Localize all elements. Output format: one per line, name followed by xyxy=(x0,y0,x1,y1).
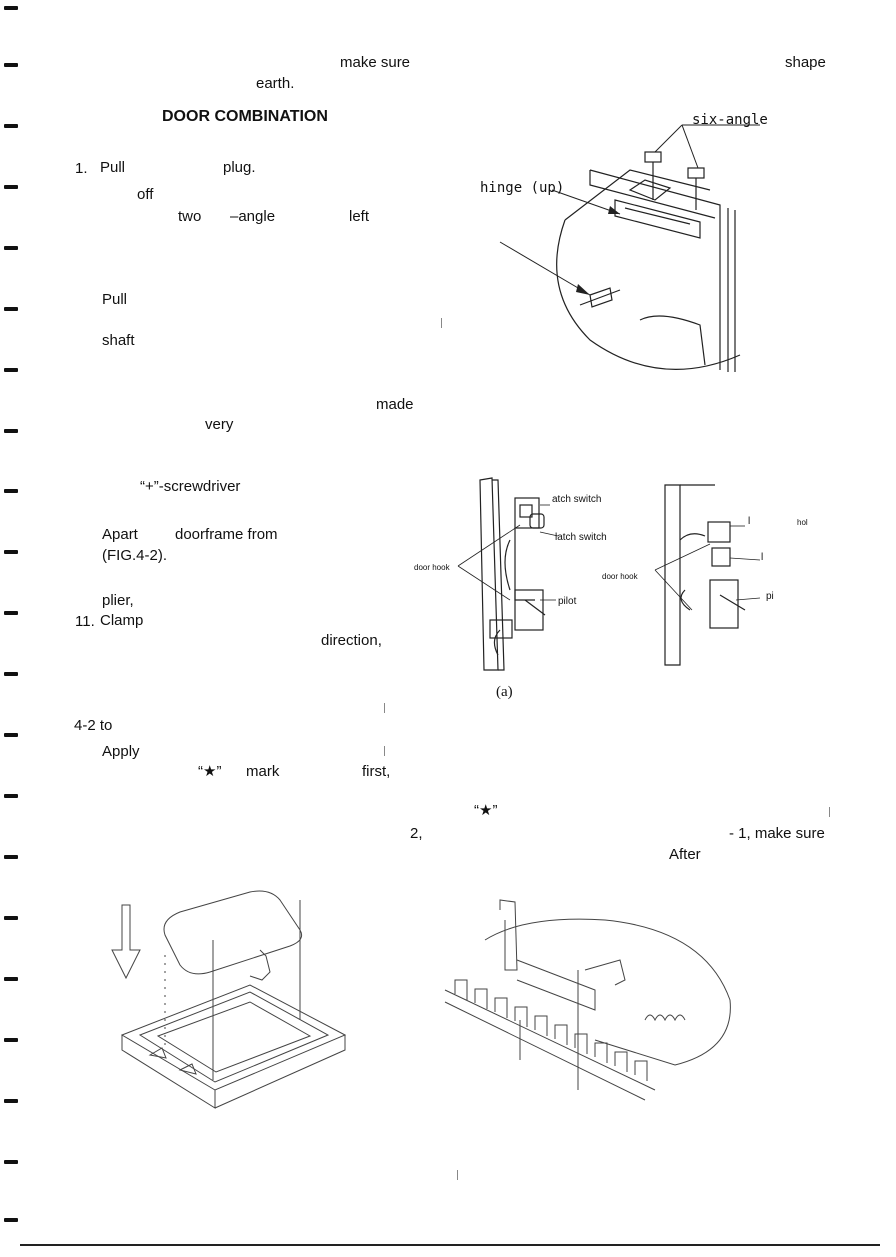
margin-mark xyxy=(4,550,18,554)
label-pilot-a: pilot xyxy=(558,596,577,607)
margin-mark xyxy=(4,246,18,250)
text-pull: Pull xyxy=(100,159,126,176)
text-doorframe-from: doorframe from xyxy=(175,526,278,543)
scan-speck xyxy=(384,746,385,756)
text-angle: –angle xyxy=(230,208,276,225)
label-l-2: l xyxy=(761,552,764,563)
text-star-mark: “★” xyxy=(198,763,222,780)
margin-mark xyxy=(4,368,18,372)
margin-mark xyxy=(4,977,18,981)
margin-mark xyxy=(4,1038,18,1042)
text-apart: Apart xyxy=(102,526,138,543)
text-shape: shape xyxy=(785,54,826,71)
text-mark: mark xyxy=(246,763,280,780)
margin-mark xyxy=(4,611,18,615)
label-pi: pi xyxy=(766,591,774,602)
scan-speck xyxy=(441,318,442,328)
scan-speck xyxy=(457,1170,458,1180)
text-earth: earth. xyxy=(256,75,295,92)
margin-mark xyxy=(4,672,18,676)
scan-speck xyxy=(384,703,385,713)
text-fig-4-2: (FIG.4-2). xyxy=(102,547,168,564)
text-two: two xyxy=(178,208,202,225)
label-six-angle: six-angle xyxy=(692,112,768,128)
text-two-comma: 2, xyxy=(410,825,423,842)
latch-switch-figure xyxy=(457,477,761,671)
text-direction: direction, xyxy=(321,632,382,649)
text-left: left xyxy=(349,208,370,225)
text-off: off xyxy=(137,186,154,203)
label-door-hook-b: door hook xyxy=(602,572,638,581)
text-screwdriver: “+”-screwdriver xyxy=(140,478,241,495)
hinge-figure xyxy=(499,124,760,372)
text-ref-4-2: 4-2 to xyxy=(74,717,113,734)
margin-mark xyxy=(4,185,18,189)
margin-mark xyxy=(4,1218,18,1222)
margin-mark xyxy=(4,63,18,67)
label-l-1: l xyxy=(748,516,751,527)
margin-mark xyxy=(4,733,18,737)
text-plug: plug. xyxy=(223,159,256,176)
text-pull-2: Pull xyxy=(102,291,128,308)
door-hook-figure xyxy=(444,899,731,1101)
label-hinge-up: hinge (up) xyxy=(480,180,565,196)
margin-mark xyxy=(4,1099,18,1103)
text-shaft: shaft xyxy=(102,332,135,349)
margin-mark xyxy=(4,124,18,128)
text-made: made xyxy=(376,396,414,413)
text-very: very xyxy=(205,416,234,433)
door-panel-figure xyxy=(111,890,347,1109)
margin-mark xyxy=(4,1160,18,1164)
step-11-number: 11. xyxy=(75,613,95,630)
margin-mark xyxy=(4,794,18,798)
text-after: After xyxy=(669,846,701,863)
text-star-mark-2: “★” xyxy=(474,802,498,819)
margin-mark xyxy=(4,916,18,920)
label-fig-a: (a) xyxy=(496,684,513,700)
label-hol: hol xyxy=(797,518,808,527)
margin-mark xyxy=(4,6,18,10)
text-make-sure: make sure xyxy=(340,54,411,71)
text-plier: plier, xyxy=(102,592,134,609)
label-door-hook-a: door hook xyxy=(414,563,450,572)
text-make-sure-2: - 1, make sure xyxy=(729,825,825,842)
label-latch-switch-1: atch switch xyxy=(552,494,602,505)
margin-mark xyxy=(4,429,18,433)
margin-mark xyxy=(4,855,18,859)
step-1-number: 1. xyxy=(75,160,88,177)
scan-speck xyxy=(829,807,830,817)
margin-mark xyxy=(4,489,18,493)
text-clamp: Clamp xyxy=(100,612,144,629)
section-heading: DOOR COMBINATION xyxy=(162,108,328,125)
text-first: first, xyxy=(362,763,391,780)
text-apply: Apply xyxy=(102,743,140,760)
bottom-rule xyxy=(20,1244,880,1246)
margin-mark xyxy=(4,307,18,311)
label-latch-switch-2: latch switch xyxy=(555,532,607,543)
